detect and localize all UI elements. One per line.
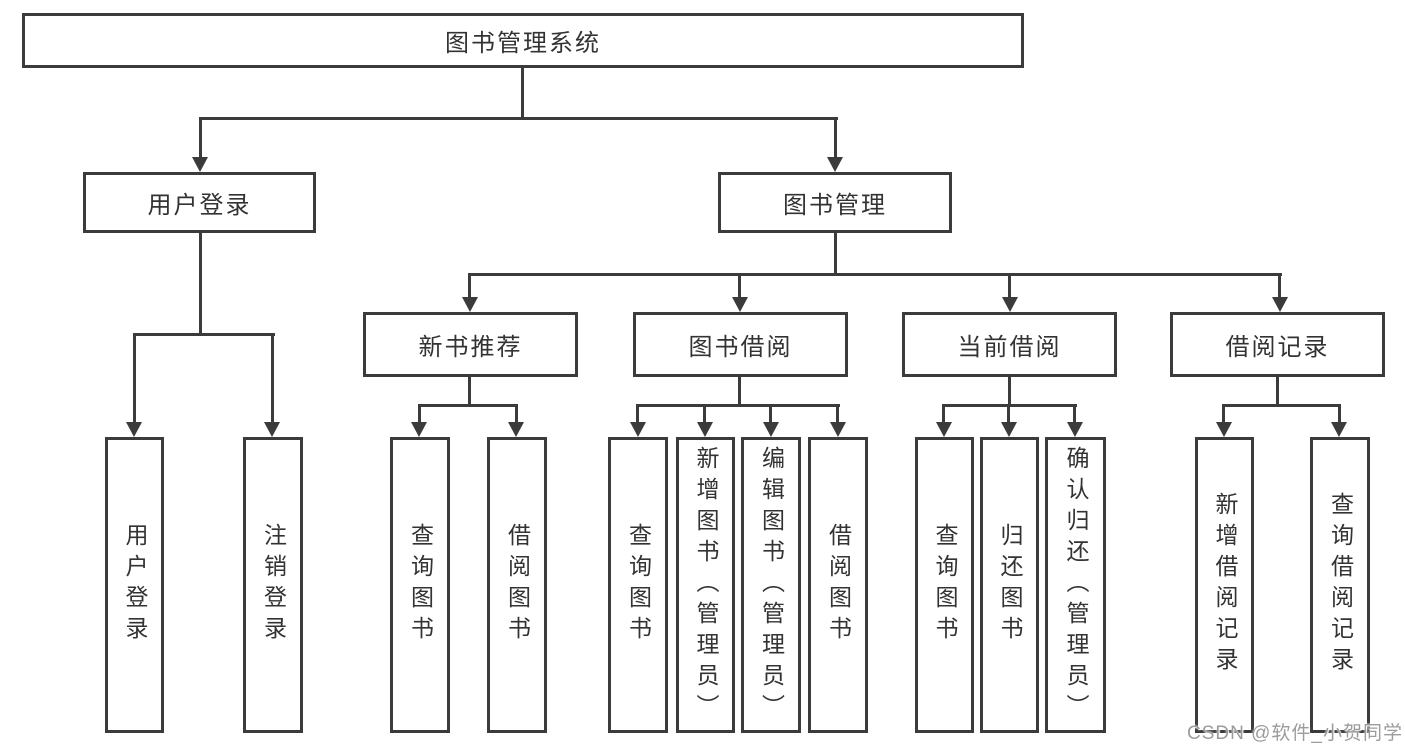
arrowhead-down-icon: [830, 422, 846, 437]
leaf-query-books-borrowing: 查询图书: [608, 437, 668, 733]
leaf-query-books-recommend: 查询图书: [390, 437, 450, 733]
leaf-query-borrow-record: 查询借阅记录: [1310, 437, 1370, 733]
arrowhead-down-icon: [192, 157, 208, 172]
leaf-return-books: 归还图书: [980, 437, 1039, 733]
arrowhead-down-icon: [732, 297, 748, 312]
arrowhead-down-icon: [1067, 422, 1083, 437]
leaf-confirm-return-admin: 确认归还（管理员）: [1045, 437, 1106, 733]
connector-to-group: [1008, 273, 1011, 299]
node-book-borrowing: 图书借阅: [633, 312, 848, 377]
arrowhead-down-icon: [1001, 422, 1017, 437]
node-borrowing-records: 借阅记录: [1170, 312, 1385, 377]
connector-to-leaf: [636, 404, 639, 424]
connector-to-group: [738, 273, 741, 299]
arrowhead-down-icon: [763, 422, 779, 437]
connector-group-stub: [738, 377, 741, 406]
arrowhead-down-icon: [1002, 297, 1018, 312]
arrowhead-down-icon: [697, 422, 713, 437]
connector-login-stub: [199, 233, 202, 336]
connector-to-leaf: [515, 404, 518, 424]
connector-to-leaf: [1338, 404, 1341, 424]
watermark: CSDN @软件_小贺同学: [1187, 723, 1403, 744]
node-current-borrowing: 当前借阅: [902, 312, 1117, 377]
arrowhead-down-icon: [630, 422, 646, 437]
connector-root-stub: [521, 67, 524, 120]
connector-to-leaf: [836, 404, 839, 424]
arrowhead-down-icon: [264, 422, 280, 437]
connector-split-login: [133, 333, 275, 336]
arrowhead-down-icon: [126, 422, 142, 437]
leaf-user-login: 用户登录: [105, 437, 164, 733]
arrowhead-down-icon: [1331, 422, 1347, 437]
arrowhead-down-icon: [936, 422, 952, 437]
connector-split-level2: [199, 117, 838, 120]
leaf-add-books-admin: 新增图书（管理员）: [676, 437, 735, 733]
node-book-management: 图书管理: [718, 172, 952, 233]
connector-split-group1: [418, 404, 518, 407]
connector-to-leaf: [271, 333, 274, 423]
connector-to-user-login: [199, 117, 202, 159]
connector-to-group: [1278, 273, 1281, 299]
arrowhead-down-icon: [1216, 422, 1232, 437]
arrowhead-down-icon: [462, 297, 478, 312]
leaf-edit-books-admin: 编辑图书（管理员）: [741, 437, 801, 733]
leaf-borrow-books-recommend: 借阅图书: [487, 437, 547, 733]
connector-to-leaf: [942, 404, 945, 424]
connector-to-leaf: [769, 404, 772, 424]
connector-split-group4: [1222, 404, 1341, 407]
connector-to-leaf: [1222, 404, 1225, 424]
arrowhead-down-icon: [411, 422, 427, 437]
connector-to-group: [468, 273, 471, 299]
leaf-logout: 注销登录: [243, 437, 303, 733]
connector-to-leaf: [418, 404, 421, 424]
leaf-query-books-current: 查询图书: [915, 437, 974, 733]
connector-group-stub: [1276, 377, 1279, 406]
connector-split-groups: [468, 273, 1282, 276]
node-new-book-recommendation: 新书推荐: [363, 312, 578, 377]
connector-group-stub: [468, 377, 471, 406]
connector-to-leaf: [133, 333, 136, 423]
connector-mgmt-stub: [834, 233, 837, 276]
arrowhead-down-icon: [1272, 297, 1288, 312]
connector-to-leaf: [703, 404, 706, 424]
leaf-add-borrow-record: 新增借阅记录: [1195, 437, 1254, 733]
connector-to-leaf: [1073, 404, 1076, 424]
connector-to-book-management: [834, 117, 837, 159]
arrowhead-down-icon: [508, 422, 524, 437]
connector-split-group2: [636, 404, 840, 407]
node-library-system: 图书管理系统: [22, 13, 1024, 68]
leaf-borrow-books: 借阅图书: [808, 437, 868, 733]
node-user-login: 用户登录: [83, 172, 316, 233]
connector-to-leaf: [1007, 404, 1010, 424]
arrowhead-down-icon: [827, 157, 843, 172]
connector-group-stub: [1008, 377, 1011, 406]
